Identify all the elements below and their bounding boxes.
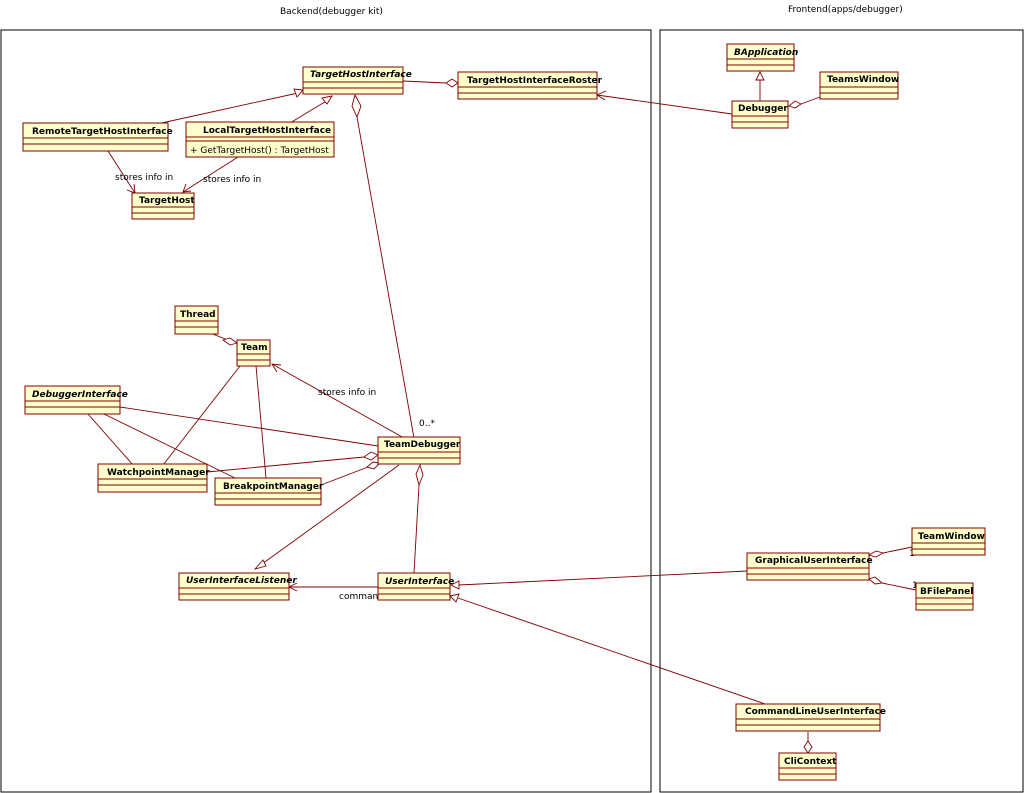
edge-local-generalization <box>289 95 333 124</box>
edge-team-watchpoint <box>162 365 241 466</box>
class-user-interface[interactable]: UserInterface <box>377 572 454 601</box>
class-name: CommandLineUserInterface <box>745 707 886 717</box>
edge-roster-aggregation <box>402 78 459 88</box>
class-thread[interactable]: Thread <box>174 305 219 335</box>
edge-watchpoint-teamdebugger <box>206 451 379 473</box>
label-mult-bfilepanel: 1 <box>912 581 918 591</box>
class-operation: + GetTargetHost() : TargetHost <box>190 146 329 156</box>
class-debugger[interactable]: Debugger <box>731 100 789 129</box>
edge-local-targethost <box>182 156 239 193</box>
class-name: TeamsWindow <box>827 75 899 85</box>
class-team-debugger[interactable]: TeamDebugger <box>377 436 461 465</box>
class-watchpoint-manager[interactable]: WatchpointManager <box>97 463 210 493</box>
edge-userinterface-uilistener <box>287 582 378 592</box>
class-name: BFilePanel <box>920 587 973 597</box>
class-teams-window[interactable]: TeamsWindow <box>819 71 899 100</box>
class-command-line-user-interface[interactable]: CommandLineUserInterface <box>735 703 886 732</box>
package-backend-title: Backend(debugger kit) <box>280 7 383 17</box>
class-name: BApplication <box>734 48 798 58</box>
edge-gui-userinterface <box>449 570 748 590</box>
edge-debugger-roster <box>596 90 733 115</box>
class-team[interactable]: Team <box>236 339 271 367</box>
package-frontend-title: Frontend(apps/debugger) <box>788 5 903 15</box>
class-b-application[interactable]: BApplication <box>726 43 798 72</box>
edge-remote-generalization <box>156 88 304 125</box>
class-user-interface-listener[interactable]: UserInterfaceListener <box>178 572 297 601</box>
edge-teamswindow-debugger <box>788 96 821 109</box>
class-target-host[interactable]: TargetHost <box>131 192 195 220</box>
class-name: DebuggerInterface <box>32 390 128 400</box>
edge-gui-bfilepanel <box>868 576 917 591</box>
class-name: LocalTargetHostInterface <box>203 126 331 136</box>
class-local-target-host-interface[interactable]: LocalTargetHostInterface + GetTargetHost… <box>185 121 335 158</box>
class-name: TeamDebugger <box>384 440 461 450</box>
class-name: TeamWindow <box>918 532 985 542</box>
edge-debugger-bapplication <box>755 70 765 101</box>
edge-cli-clicontext <box>803 732 813 754</box>
class-name: Thread <box>180 310 216 320</box>
class-breakpoint-manager[interactable]: BreakpointManager <box>214 477 324 506</box>
class-team-window[interactable]: TeamWindow <box>911 527 986 556</box>
class-name: Team <box>241 343 268 353</box>
class-name: CliContext <box>784 757 837 767</box>
label-stores-info-team: stores info in <box>318 388 376 398</box>
edge-teamdebugger-uilistener <box>253 464 400 570</box>
class-name: Debugger <box>738 104 788 114</box>
edge-teamdebugger-userinterface <box>413 463 424 574</box>
class-name: UserInterfaceListener <box>186 576 297 586</box>
class-b-file-panel[interactable]: BFilePanel <box>915 582 974 611</box>
label-commands: commands <box>339 592 389 602</box>
class-cli-context[interactable]: CliContext <box>778 752 837 781</box>
class-name: TargetHostInterfaceRoster <box>467 76 603 86</box>
class-graphical-user-interface[interactable]: GraphicalUserInterface <box>746 552 873 581</box>
class-name: TargetHost <box>139 196 195 206</box>
class-name: WatchpointManager <box>107 468 210 478</box>
edge-breakpoint-teamdebugger <box>320 461 381 486</box>
class-name: BreakpointManager <box>223 482 324 492</box>
edge-teamdebugger-team <box>271 363 405 439</box>
edge-debuggerinterface-watchpoint <box>87 413 134 466</box>
edge-targethostinterface-teamdebugger <box>351 93 415 439</box>
class-target-host-interface-roster[interactable]: TargetHostInterfaceRoster <box>457 71 603 100</box>
class-remote-target-host-interface[interactable]: RemoteTargetHostInterface <box>22 122 173 152</box>
edge-thread-team <box>209 332 239 346</box>
package-backend: Backend(debugger kit) <box>0 7 652 793</box>
class-debugger-interface[interactable]: DebuggerInterface <box>24 385 128 415</box>
edge-debuggerinterface-breakpoint <box>103 413 236 479</box>
label-multiplicity-teamdebugger: 0..* <box>419 419 435 429</box>
label-stores-info-local: stores info in <box>203 175 261 185</box>
edge-debuggerinterface-teamdebugger <box>119 406 379 447</box>
class-target-host-interface[interactable]: TargetHostInterface <box>302 66 412 95</box>
class-name: GraphicalUserInterface <box>755 556 873 566</box>
edge-gui-teamwindow <box>867 546 913 558</box>
edge-remote-targethost <box>107 150 136 194</box>
class-name: RemoteTargetHostInterface <box>32 127 173 137</box>
edge-cli-userinterface <box>449 593 769 706</box>
class-name: UserInterface <box>385 577 454 587</box>
edge-team-breakpoint <box>255 365 267 479</box>
label-stores-info-remote: stores info in <box>115 173 173 183</box>
package-frontend: Frontend(apps/debugger) <box>659 5 1024 793</box>
class-name: TargetHostInterface <box>310 70 412 80</box>
